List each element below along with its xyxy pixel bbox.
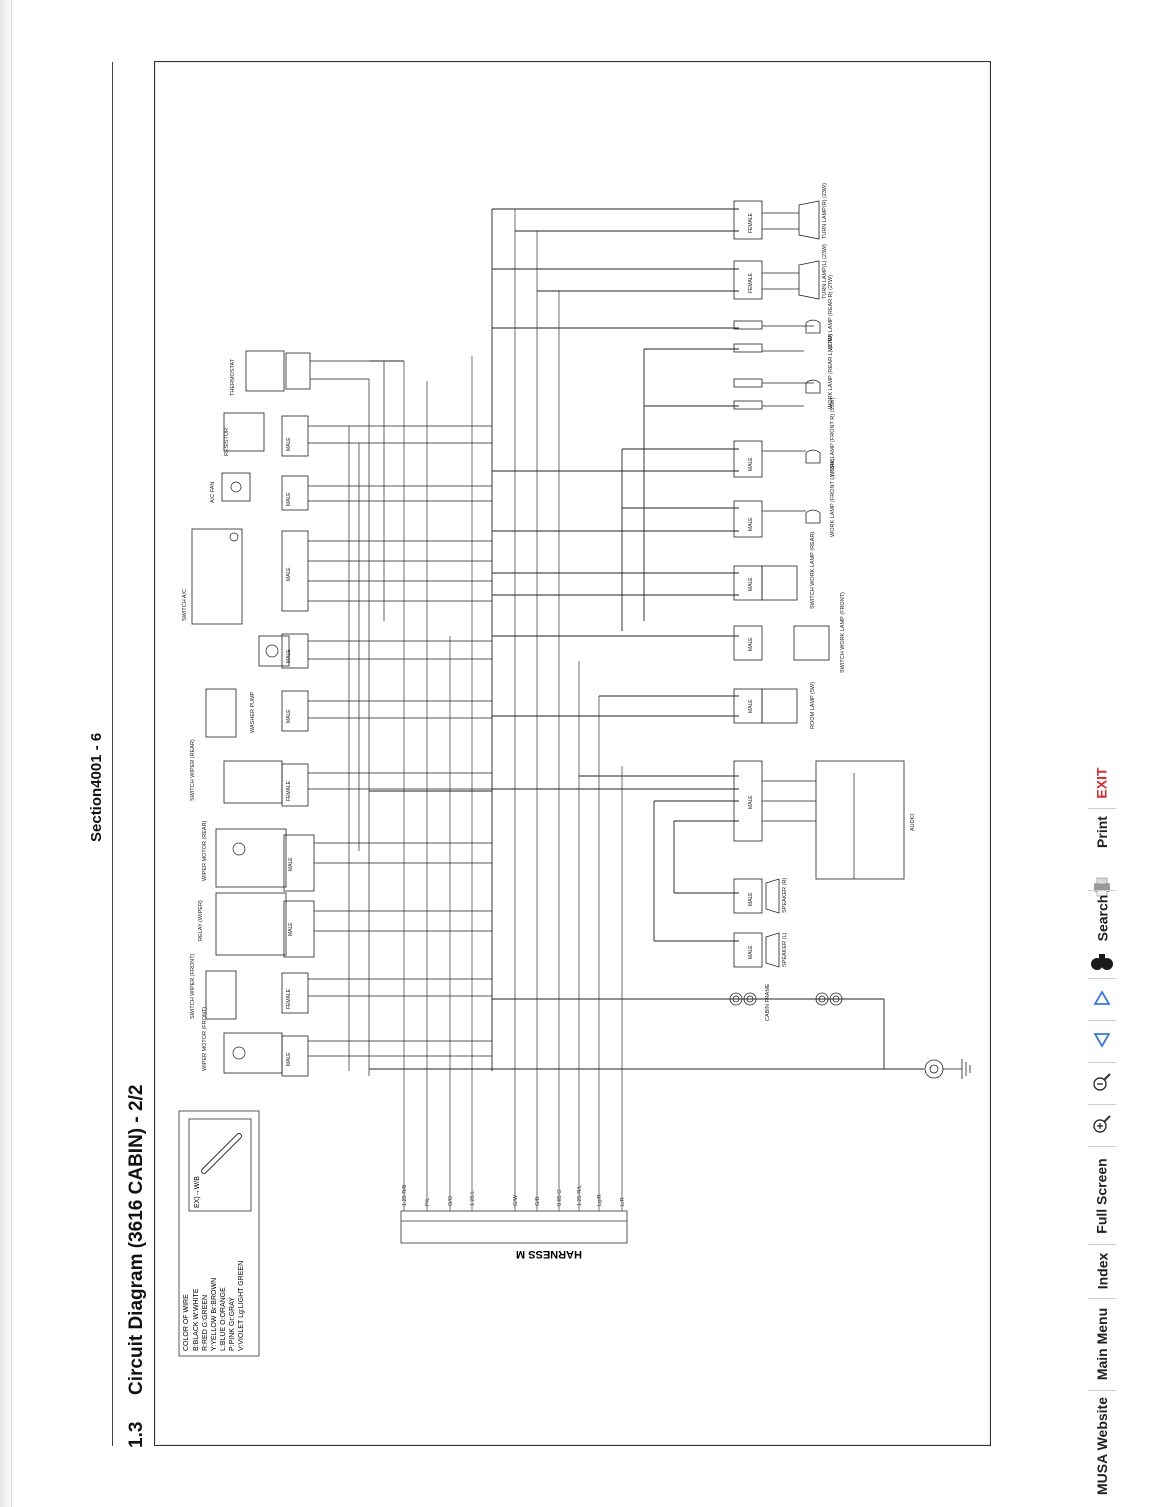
circuit-diagram: EX)→W/B COLOR OF WIRE B:BLACK W:WHITE R:… [153,60,992,1447]
viewer-toolbar: EXIT Print Search Full [1082,760,1122,1500]
component-label: TURN LAMP(R) (23W) [822,183,828,239]
component-label: SPEAKER (R) [782,878,788,913]
zoom-out-button[interactable] [1082,1066,1122,1102]
component-label: CABIN FRAME [765,983,771,1021]
component-label: ROOM LAMP (5W) [810,682,816,729]
connector-label: MALE [288,922,294,936]
connector-label: MALE [748,945,754,959]
section-number: Section4001 - 6 [88,732,105,842]
harness-pin: Lg/R [597,1194,603,1206]
exit-button[interactable]: EXIT [1082,760,1122,806]
component-label: SWITCH WIPER (REAR) [190,739,196,801]
component-label: WORK LAMP (FRONT L) (55W) [830,458,836,537]
connector-label: MALE [286,649,292,663]
legend-heading: COLOR OF WIRE [183,1294,190,1351]
component-label: TURN LAMP(L) (23W) [822,244,828,299]
index-label: Index [1093,1252,1110,1290]
component-label: WORK LAMP (REAR L) (27W) [828,334,834,409]
connector-label: MALE [748,517,754,531]
index-button[interactable]: Index [1082,1246,1122,1296]
component-label: AUDIO [910,813,916,831]
harness-pin: G/O [448,1195,454,1206]
main-menu-button[interactable]: Main Menu [1082,1300,1122,1388]
musa-website-label: MUSA Website [1094,1396,1111,1496]
component-label: WIPER MOTOR (FRONT) [202,1007,208,1071]
zoom-in-icon [1092,1114,1112,1139]
connector-label: MALE [286,437,292,451]
harness-m [400,209,628,1244]
connector-label: MALE [286,492,292,506]
connector-label: MALE [748,795,754,809]
connector-label: FEMALE [286,780,292,801]
component-label: THERMOSTAT [230,358,236,396]
harness-pin: 0.85 G [557,1189,563,1206]
legend-line: B:BLACK W:WHITE [193,1288,200,1351]
component-label: SPEAKER (L) [782,933,788,967]
component-label: SWITCH WORK LAMP (FRONT) [840,592,846,673]
triangle-up-icon [1093,989,1111,1012]
legend-line: R:RED G:GREEN [202,1295,209,1351]
connector-label: MALE [748,457,754,471]
legend-line: P:PINK Gr:GRAY [229,1297,236,1351]
connector-label: FEMALE [748,212,754,233]
component-label: WORK LAMP (REAR R) (27W) [828,275,834,351]
full-screen-label: Full Screen [1094,1158,1110,1234]
connector-label: MALE [286,1052,292,1066]
page-edge [0,0,12,1507]
legend-line: V:VIOLET Lg:LIGHT GREEN [238,1261,245,1351]
component-label: SWITCH A/C [182,589,188,621]
component-label: WASHER PUMP [250,691,256,733]
section-index: 1.3 [126,1421,147,1448]
component-label: RESISTOR [224,428,230,456]
page-title: Circuit Diagram (3616 CABIN) - 2/2 [126,1084,147,1395]
harness-pin: 1.25 R/B [402,1184,408,1206]
search-button[interactable]: Search [1082,892,1122,976]
connector-label: MALE [288,857,294,871]
header-rule [112,62,113,1446]
zoom-out-icon [1092,1072,1112,1097]
connector-label: MALE [286,567,292,581]
component-label: WIPER MOTOR (REAR) [202,820,208,881]
component-label: RELAY (WIPER) [198,900,204,941]
component-label: SWITCH WORK LAMP (REAR) [810,532,816,609]
connector-label: MALE [748,637,754,651]
legend-example: EX)→W/B [194,1176,201,1208]
harness-pin: P/L [425,1198,431,1206]
wire-color-legend: EX)→W/B COLOR OF WIRE B:BLACK W:WHITE R:… [178,1110,260,1357]
connector-label: FEMALE [286,988,292,1009]
legend-line: Y:YELLOW Br:BROWN [211,1278,218,1351]
print-label: Print [1093,816,1110,848]
connector-label: MALE [286,709,292,723]
component-label: WORK LAMP (FRONT R) (55W) [830,397,836,477]
zoom-in-button[interactable] [1082,1108,1122,1144]
printer-icon [1092,876,1112,898]
harness-pin: G/B [535,1196,541,1206]
harness-pin: 1.25 L [470,1191,476,1206]
binoculars-icon [1090,950,1114,972]
harness-label: HARNESS M [516,1248,582,1260]
full-screen-button[interactable]: Full Screen [1082,1150,1122,1242]
connector-label: MALE [748,577,754,591]
triangle-down-icon [1093,1031,1111,1054]
connector-label: MALE [748,892,754,906]
connector-label: FEMALE [748,272,754,293]
harness-pin: 1.25 R/L [577,1185,583,1206]
main-menu-label: Main Menu [1094,1307,1110,1381]
exit-label: EXIT [1094,767,1110,799]
connector-label: MALE [748,699,754,713]
search-label: Search [1094,894,1111,942]
component-label: A/C FAN [210,482,216,503]
musa-website-button[interactable]: MUSA Website [1082,1392,1122,1500]
page-up-button[interactable] [1082,982,1122,1018]
harness-pin: L/R [620,1197,626,1206]
page-down-button[interactable] [1082,1024,1122,1060]
component-label: SWITCH WIPER (FRONT) [190,953,196,1019]
harness-pin: G/W [513,1194,519,1206]
legend-line: L:BLUE O:ORANGE [220,1287,227,1351]
print-button[interactable]: Print [1082,810,1122,910]
